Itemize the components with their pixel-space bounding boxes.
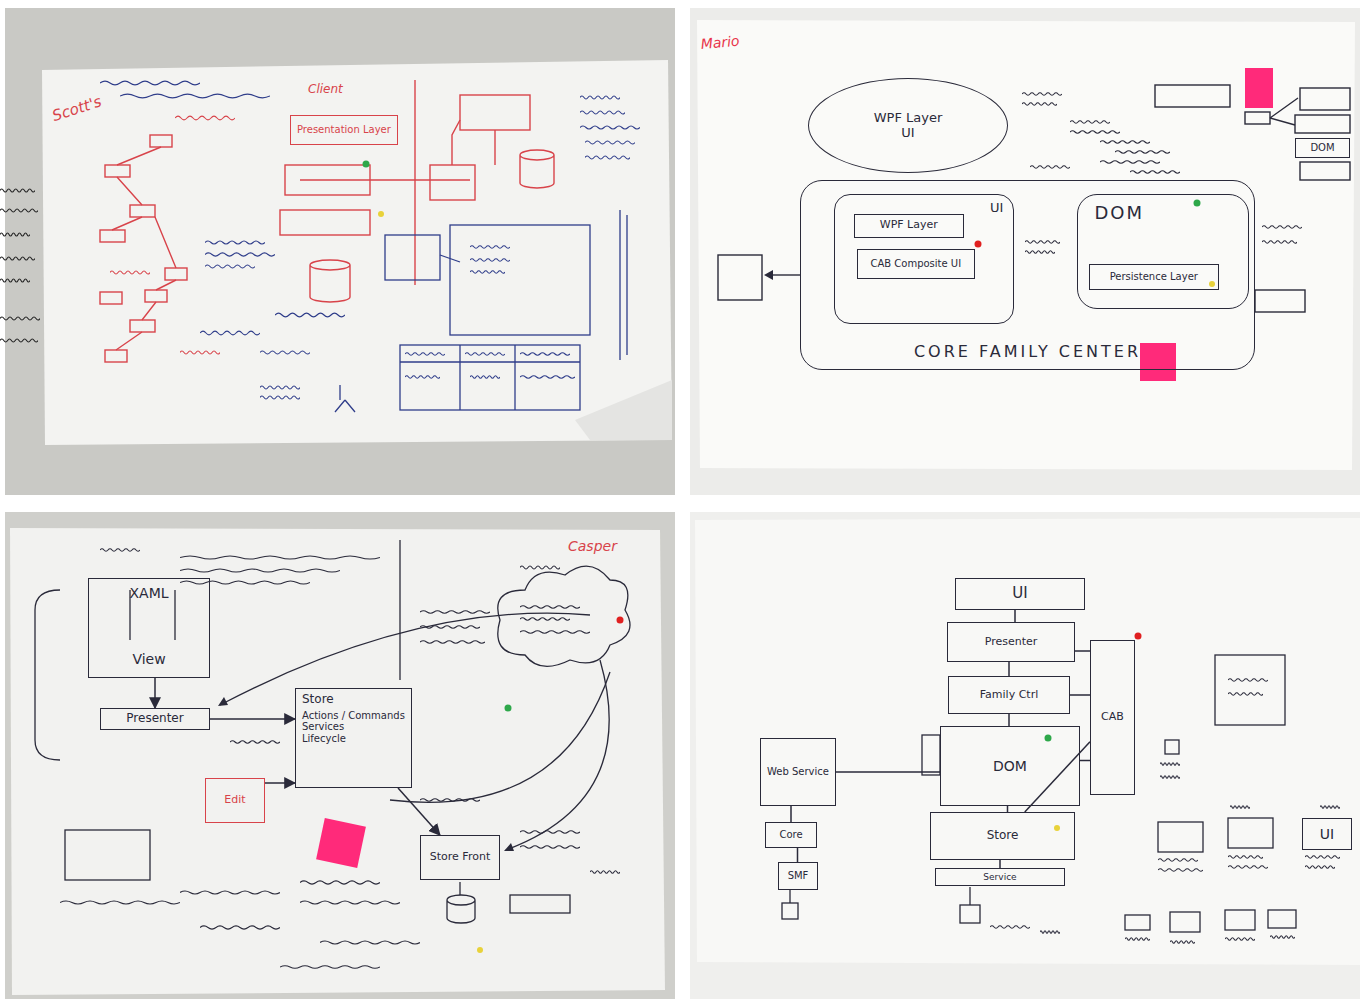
handwritten-label: Client — [308, 82, 343, 96]
node-label: DOM — [1310, 142, 1334, 154]
edit-box: Edit — [205, 778, 265, 823]
connector — [210, 718, 295, 720]
node-label: CAB — [1101, 711, 1124, 724]
node-label: CORE FAMILY CENTER — [801, 343, 1254, 361]
node-label: Core — [779, 829, 802, 841]
paper-sheet — [10, 528, 665, 995]
node-label: Presentation Layer — [297, 124, 391, 136]
node-label: DOM — [993, 758, 1027, 774]
node-label: UI — [1320, 826, 1334, 842]
node-text: Lifecycle — [302, 733, 346, 745]
paper-sheet — [697, 20, 1355, 470]
wall — [690, 8, 1360, 495]
layer-box: CAB Composite UI — [857, 249, 975, 279]
connector — [1075, 650, 1090, 652]
paper-sheet — [42, 60, 672, 445]
layer-box: Presentation Layer — [290, 115, 398, 145]
node-text: UI — [901, 126, 914, 141]
node-label: WPF Layer — [874, 111, 943, 126]
connector — [836, 771, 940, 773]
sticky-note — [316, 818, 366, 868]
node-label: Edit — [224, 794, 245, 807]
container-region: CORE FAMILY CENTER UI WPF LayerCAB Composi… — [800, 180, 1255, 370]
node-label: Store Front — [430, 851, 490, 864]
node-label: Presenter — [126, 712, 183, 726]
node-label: Store — [302, 693, 334, 707]
view-box: XAML View — [88, 578, 210, 678]
node-label: Family Ctrl — [980, 689, 1038, 702]
connector — [265, 782, 295, 784]
wall — [5, 8, 675, 495]
dom-region: DOM Persistence Layer — [1077, 194, 1249, 309]
sticky-note — [1245, 68, 1273, 108]
node-text: Services — [302, 721, 344, 733]
store-front-box: Store Front — [420, 835, 500, 880]
component-box: DOM — [1295, 138, 1350, 158]
connector — [1014, 610, 1016, 622]
node-label: UI — [990, 201, 1003, 216]
connector — [1025, 742, 1090, 812]
connector — [999, 860, 1001, 868]
node-label: Presenter — [985, 636, 1038, 649]
connector — [398, 788, 440, 835]
handwritten-label: Mario — [700, 33, 740, 52]
node-label: Service — [983, 872, 1016, 882]
layer-box: Presenter — [947, 622, 1075, 662]
layer-box: Persistence Layer — [1089, 264, 1219, 290]
node-text: View — [132, 651, 165, 667]
node-label: SMF — [788, 870, 809, 882]
node-label: DOM — [1094, 203, 1144, 224]
connector — [1008, 662, 1010, 676]
connector — [797, 848, 799, 862]
layer-box: UI — [955, 578, 1085, 610]
sticky-note — [1140, 343, 1176, 381]
component-box: Core — [765, 822, 817, 848]
node-label: Web Service — [767, 766, 829, 778]
component-box: UI — [1302, 818, 1352, 850]
layer-box: Family Ctrl — [948, 676, 1070, 714]
connector — [1080, 760, 1090, 762]
connector — [1070, 694, 1090, 696]
presenter-box: Presenter — [100, 708, 210, 730]
wall — [5, 512, 675, 999]
paper-sheet — [695, 518, 1360, 965]
handwritten-label: Casper — [568, 538, 617, 554]
component-box: SMF — [778, 862, 818, 890]
connector — [1008, 714, 1010, 726]
layer-box: Service — [935, 868, 1065, 886]
connector — [154, 678, 156, 708]
node-label: WPF Layer — [880, 219, 938, 232]
node-label: UI — [1012, 585, 1027, 602]
node-text: Actions / Commands — [302, 710, 405, 722]
cloud-shape: WPF LayerUI — [808, 78, 1008, 173]
layer-box: DOM — [940, 726, 1080, 806]
store-box: StoreActions / CommandsServicesLifecycle — [295, 688, 412, 788]
layer-box: WPF Layer — [854, 214, 964, 238]
node-label: CAB Composite UI — [870, 258, 961, 270]
connector — [790, 806, 792, 822]
wall — [690, 512, 1360, 999]
layer-box: Store — [930, 812, 1075, 860]
node-label: Store — [987, 829, 1019, 843]
node-label: XAML — [129, 585, 168, 601]
node-label: Persistence Layer — [1110, 271, 1198, 283]
cab-box: CAB — [1090, 640, 1135, 795]
service-box: Web Service — [760, 738, 836, 806]
ui-region: UI WPF LayerCAB Composite UI — [834, 194, 1014, 324]
